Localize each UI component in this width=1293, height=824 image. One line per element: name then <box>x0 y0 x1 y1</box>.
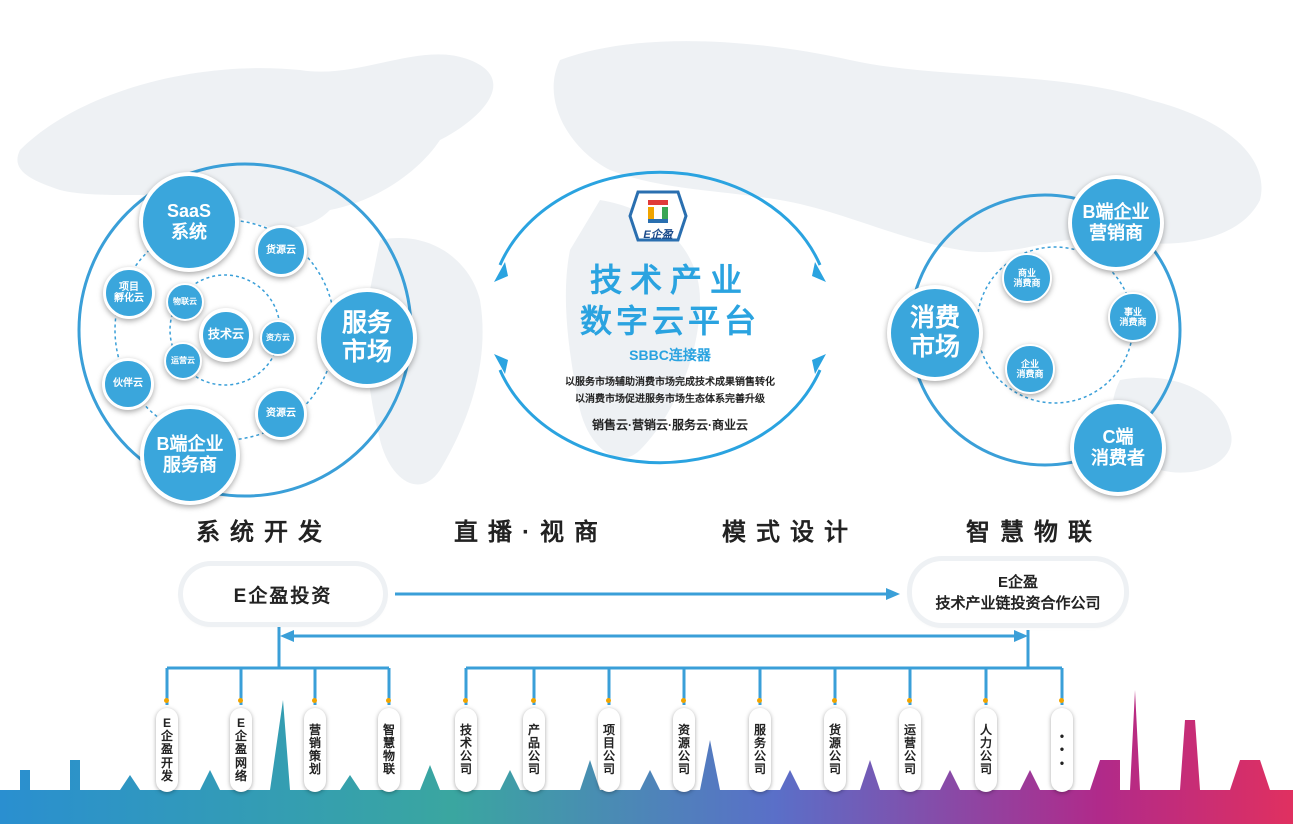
right-leaf-4: 服务公司 <box>749 708 771 792</box>
right-leaf-1: 产品公司 <box>523 708 545 792</box>
huoyuan-cloud-node: 货源云 <box>255 225 307 277</box>
investment-partner-box: E企盈 技术产业链投资合作公司 <box>912 561 1124 623</box>
section-system-dev: 系统开发 <box>196 519 332 546</box>
platform-title-line2: 数字云平台 <box>579 303 760 339</box>
cloud-services: 销售云·营销云·服务云·商业云 <box>592 418 748 432</box>
partner-cloud-node: 伙伴云 <box>102 358 154 410</box>
b-end-provider-node: B端企业 服务商 <box>140 405 240 505</box>
right-leaf-dot <box>832 698 837 703</box>
right-leaf-dot <box>907 698 912 703</box>
right-leaf-dot <box>531 698 536 703</box>
tech-cloud-node: 技术云 <box>199 308 253 362</box>
right-leaf-5: 货源公司 <box>824 708 846 792</box>
right-leaf-8: ••• <box>1051 708 1073 792</box>
e-qiying-logo: E企盈 <box>628 190 688 242</box>
right-leaf-dot <box>606 698 611 703</box>
operation-cloud-node: 运营云 <box>164 342 202 380</box>
left-leaf-dot <box>386 698 391 703</box>
right-leaf-dot <box>983 698 988 703</box>
resource-cloud-node: 资源云 <box>255 388 307 440</box>
b-end-marketer-node: B端企业 营销商 <box>1068 175 1164 271</box>
section-smart-iot: 智慧物联 <box>966 519 1102 546</box>
logo-text: E企盈 <box>643 229 673 241</box>
left-leaf-dot <box>164 698 169 703</box>
iot-cloud-node: 物联云 <box>166 283 204 321</box>
left-leaf-dot <box>238 698 243 703</box>
section-model-design: 模式设计 <box>722 519 858 546</box>
sbbc-connector: SBBC连接器 <box>629 347 711 363</box>
c-end-consumer-node: C端 消费者 <box>1070 400 1166 496</box>
platform-title-line1: 技术产业 <box>589 262 750 298</box>
e-qiying-investment-box: E企盈投资 <box>183 566 383 622</box>
funder-cloud-node: 资方云 <box>260 320 296 356</box>
right-leaf-dot <box>757 698 762 703</box>
right-leaf-dot <box>681 698 686 703</box>
saas-system-node: SaaS 系统 <box>139 172 239 272</box>
left-leaf-3: 智慧物联 <box>378 708 400 792</box>
partner-box-line2: 技术产业链投资合作公司 <box>935 595 1101 612</box>
commerce-consumer-node: 商业 消费商 <box>1002 253 1052 303</box>
right-leaf-2: 项目公司 <box>598 708 620 792</box>
right-leaf-7: 人力公司 <box>975 708 997 792</box>
partner-box-line1: E企盈 <box>997 574 1038 591</box>
description-line1: 以服务市场辅助消费市场完成技术成果销售转化 <box>565 377 775 388</box>
description-line2: 以消费市场促进服务市场生态体系完善升级 <box>575 394 765 405</box>
right-leaf-dot <box>463 698 468 703</box>
right-leaf-0: 技术公司 <box>455 708 477 792</box>
right-leaf-dot <box>1059 698 1064 703</box>
section-live-commerce: 直播·视商 <box>454 519 608 546</box>
enterprise-consumer-node: 事业 消费商 <box>1108 292 1158 342</box>
corporate-consumer-node: 企业 消费商 <box>1005 344 1055 394</box>
project-incubation-cloud-node: 项目 孵化云 <box>103 267 155 319</box>
right-leaf-3: 资源公司 <box>673 708 695 792</box>
consumer-market-node: 消费 市场 <box>887 285 983 381</box>
service-market-node: 服务 市场 <box>317 288 417 388</box>
left-leaf-2: 营销策划 <box>304 708 326 792</box>
left-leaf-dot <box>312 698 317 703</box>
right-leaf-6: 运营公司 <box>899 708 921 792</box>
